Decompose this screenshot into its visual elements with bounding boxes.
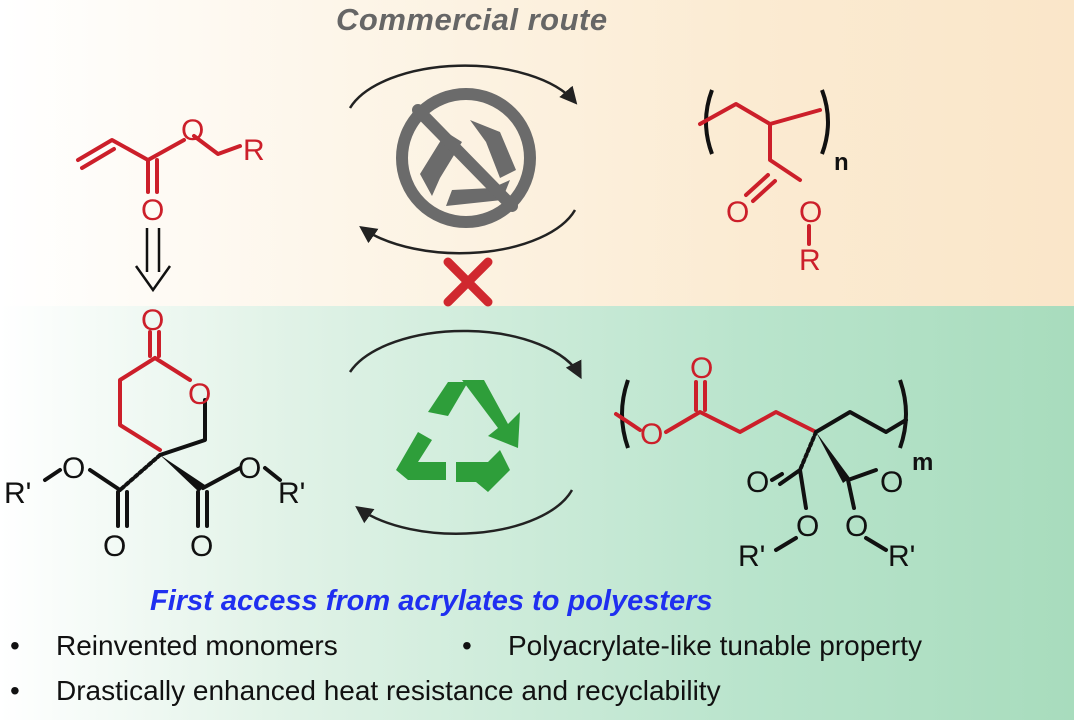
lactone-carbonyl-o: O [141, 304, 164, 337]
first-access-title: First access from acrylates to polyester… [150, 585, 713, 617]
right-r-prime: R' [278, 477, 305, 510]
commercial-route-panel [0, 0, 1074, 306]
lactone-ring-o: O [188, 378, 211, 411]
polyacrylate-polymer: O O R n [698, 89, 849, 277]
retrosynthesis-arrow [134, 228, 172, 293]
polyacrylate-ester-o: O [799, 196, 822, 229]
acrylate-r-group: R [243, 134, 265, 167]
polyester-cycle-arrows [348, 329, 582, 535]
bullet-text: Drastically enhanced heat resistance and… [56, 675, 721, 706]
polyester-left-ester-o: O [796, 510, 819, 543]
polyester-left-r-prime: R' [738, 540, 765, 573]
polyacrylate-r-group: R [799, 244, 821, 277]
polyester-right-r-prime: R' [888, 540, 915, 573]
polyacrylate-carbonyl-o: O [726, 196, 749, 229]
commercial-route-title: Commercial route [336, 2, 608, 37]
commercial-cycle-arrows [348, 64, 578, 255]
bullet-dot: • [10, 630, 20, 661]
polyester-left-carbonyl-o: O [746, 466, 769, 499]
right-carbonyl-o: O [190, 530, 213, 563]
wedge-bond [160, 455, 205, 492]
bullet-text: Reinvented monomers [56, 630, 338, 661]
bullet-dot: • [462, 630, 472, 661]
polyester-backbone-o: O [640, 418, 663, 451]
bullet-dot: • [10, 675, 20, 706]
polyester-right-carbonyl-o: O [880, 466, 903, 499]
polyester-right-ester-o: O [845, 510, 868, 543]
polyester-wedge-bond [816, 432, 850, 483]
recycle-icon [396, 380, 520, 492]
polyester-polymer: O O m O O R' O O R' [614, 352, 933, 573]
acrylate-ester-o: O [181, 114, 204, 147]
polyester-m: m [912, 449, 933, 476]
blocked-cross-icon [443, 257, 493, 307]
left-carbonyl-o: O [103, 530, 126, 563]
polyester-carbonyl-o: O [690, 352, 713, 385]
lactone-monomer: O O O O R' O O R' [4, 304, 305, 563]
acrylate-monomer: O O R [76, 114, 265, 227]
left-r-prime: R' [4, 477, 31, 510]
no-recycle-icon [396, 88, 536, 228]
left-ester-o: O [62, 452, 85, 485]
right-ester-o: O [238, 452, 261, 485]
bullet-text: Polyacrylate-like tunable property [508, 630, 922, 661]
acrylate-carbonyl-o: O [141, 194, 164, 227]
polyacrylate-n: n [834, 149, 849, 176]
